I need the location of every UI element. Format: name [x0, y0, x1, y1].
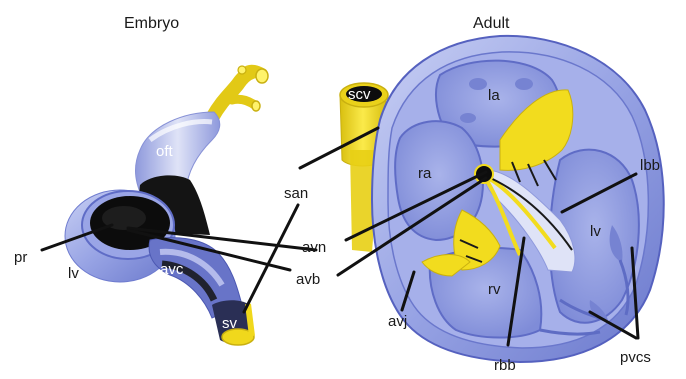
label-avc: avc — [160, 261, 184, 278]
label-pvcs: pvcs — [620, 349, 651, 366]
label-sv: sv — [222, 315, 238, 332]
pointer-san-sv — [244, 205, 298, 312]
label-avn: avn — [302, 239, 326, 256]
label-san: san — [284, 185, 308, 202]
label-rv: rv — [488, 281, 501, 298]
title-embryo: Embryo — [124, 15, 179, 32]
embryo-heart — [65, 66, 268, 345]
label-lbb: lbb — [640, 157, 660, 174]
label-pr: pr — [14, 249, 27, 266]
title-adult: Adult — [473, 15, 510, 32]
label-adult-lv: lv — [590, 223, 601, 240]
embryo-outflow-branches — [212, 66, 268, 118]
label-embryo-lv: lv — [68, 265, 79, 282]
label-scv: scv — [348, 86, 371, 103]
label-avb: avb — [296, 271, 320, 288]
label-avj: avj — [388, 313, 407, 330]
label-ra: ra — [418, 165, 432, 182]
label-rbb: rbb — [494, 357, 516, 374]
label-oft: oft — [156, 143, 174, 160]
label-la: la — [488, 87, 500, 104]
